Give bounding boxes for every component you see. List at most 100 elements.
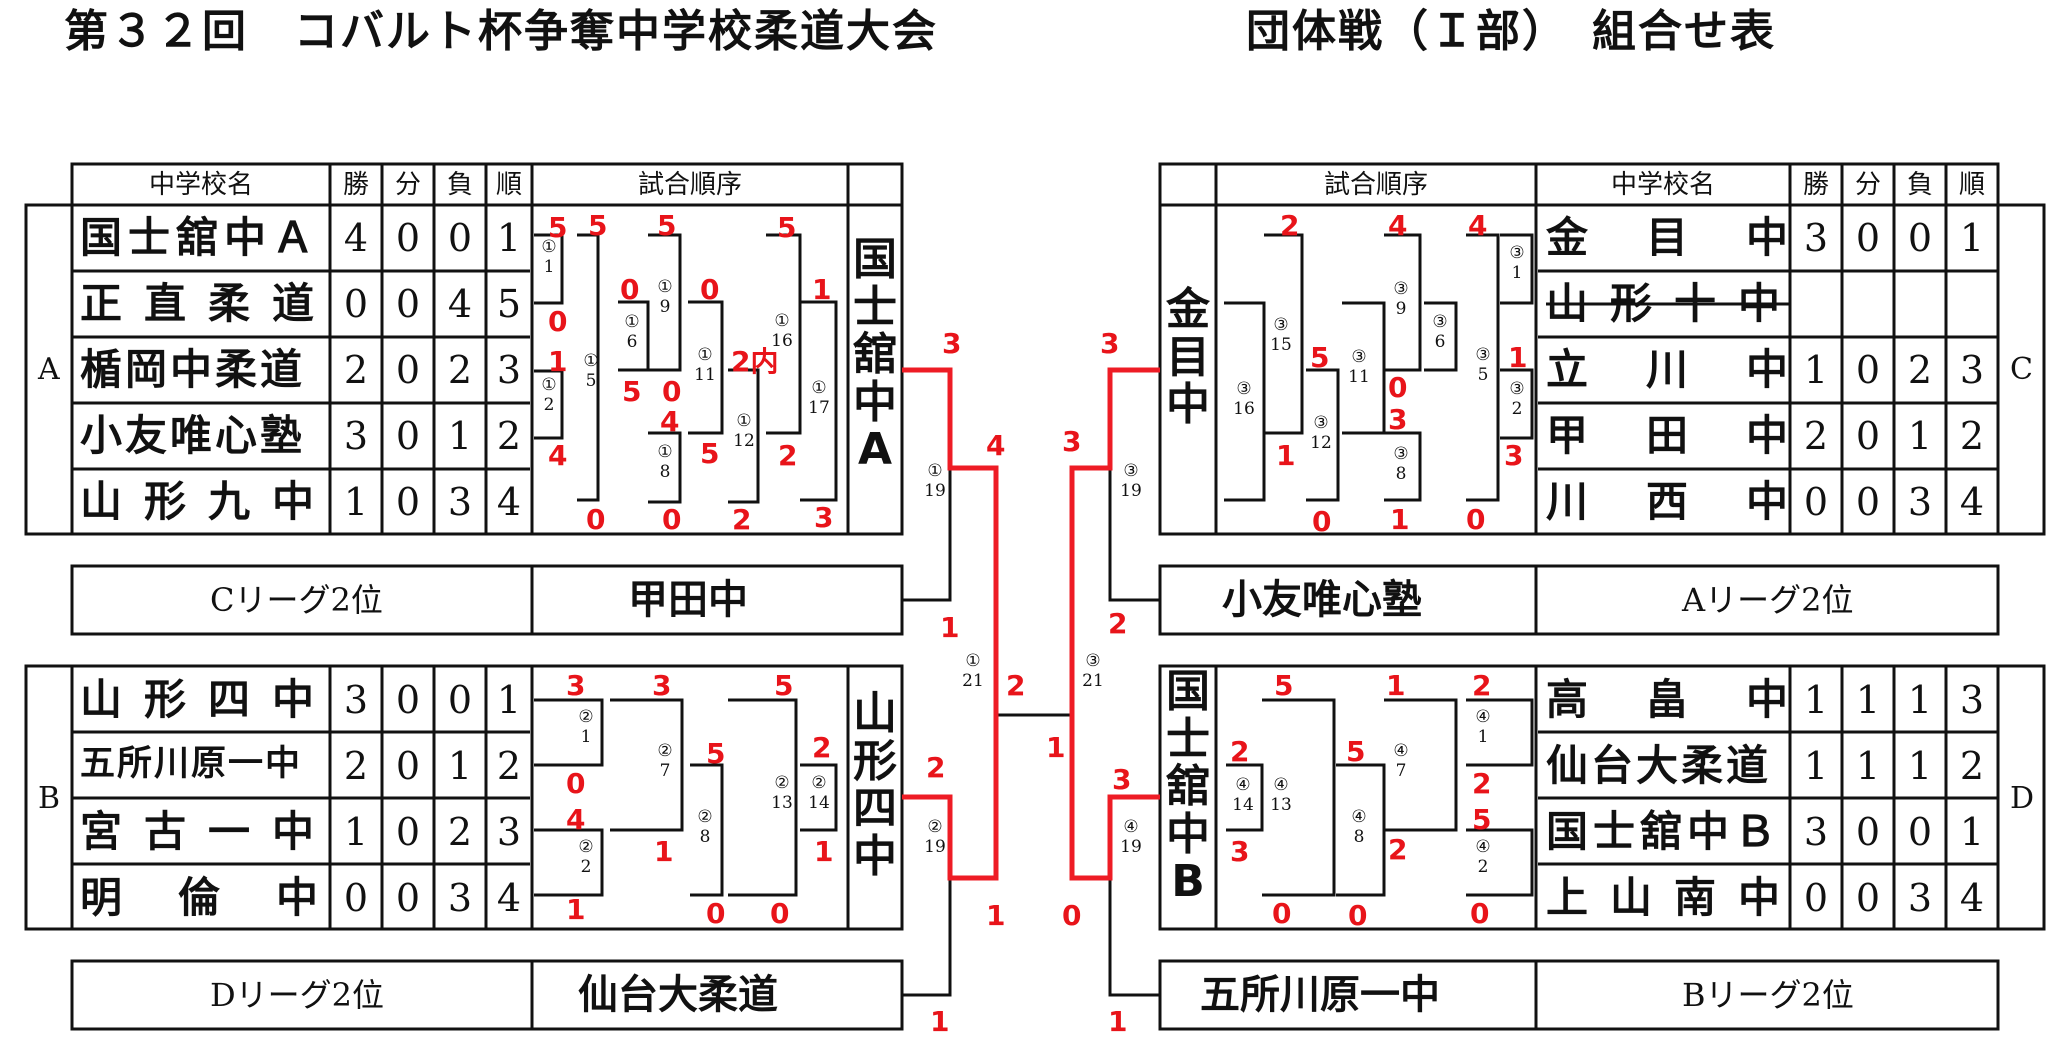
draws: 0 (395, 216, 421, 260)
score: 5 (1472, 803, 1492, 836)
match-label: ① 5 (583, 351, 599, 391)
match-label: ④ 2 (1475, 837, 1491, 877)
school-name: 山形九中 (80, 477, 337, 526)
score: 0 (586, 503, 606, 536)
score: 1 (566, 893, 586, 926)
match-label: ④ 7 (1393, 741, 1409, 781)
wins: 0 (1803, 480, 1829, 524)
score: 5 (706, 737, 726, 770)
wins: 1 (343, 480, 369, 524)
match-label: ② 7 (657, 741, 673, 781)
score: 5 (657, 209, 677, 242)
school-name: 山形四中 (80, 675, 337, 724)
score: 3 (566, 669, 586, 702)
score: 1 (986, 899, 1006, 932)
match-label: ② 2 (578, 837, 594, 877)
header-loss: 負 (1906, 169, 1933, 200)
draws: 0 (395, 414, 421, 458)
wins: 4 (343, 216, 369, 260)
score: 4 (660, 405, 680, 438)
header-school: 中学校名 (1610, 169, 1715, 200)
match-label: ① 16 (771, 311, 793, 351)
header-win: 勝 (342, 169, 369, 200)
school-name: 楯岡中柔道 (80, 345, 306, 394)
match-label: ① 6 (624, 312, 640, 352)
score: 2 (1230, 735, 1250, 768)
qualifier-name-b2: 五所川原一中 (1200, 972, 1440, 1018)
draws: 0 (395, 348, 421, 392)
rank: 5 (496, 282, 522, 326)
score: 0 (620, 273, 640, 306)
score: 0 (662, 503, 682, 536)
league-c-winner: 金目中 (1166, 284, 1210, 431)
rank: 4 (1959, 480, 1985, 524)
match-label: ① 2 (541, 375, 557, 415)
draws: 1 (1855, 678, 1881, 722)
school-name: 立川中 (1546, 345, 1847, 394)
match-label: ① 8 (657, 442, 673, 482)
draws: 0 (1855, 810, 1881, 854)
score: 2 (778, 439, 798, 472)
wins: 1 (343, 810, 369, 854)
score: 0 (662, 375, 682, 408)
score: 5 (622, 375, 642, 408)
score: 0 (1470, 897, 1490, 930)
match-label: ④ 13 (1270, 775, 1292, 815)
losses: 1 (447, 414, 473, 458)
match-label: ① 17 (808, 378, 830, 418)
score: 5 (1274, 669, 1294, 702)
match-label: ③ 11 (1348, 347, 1370, 387)
match-label: ① 1 (541, 237, 557, 277)
score: 4 (566, 803, 586, 836)
draws: 0 (395, 744, 421, 788)
score: 0 (566, 767, 586, 800)
qualifier-label-a2: Aリーグ2位 (1682, 581, 1854, 619)
header-draw: 分 (1854, 169, 1881, 200)
rank: 1 (496, 678, 522, 722)
rank: 2 (1959, 744, 1985, 788)
league-label-a: A (38, 352, 60, 387)
score: 4 (1388, 209, 1408, 242)
score: 4 (548, 439, 568, 472)
header-win: 勝 (1802, 169, 1829, 200)
school-name: 小友唯心塾 (80, 411, 306, 460)
match-label: ③ 5 (1475, 345, 1491, 385)
header-loss: 負 (446, 169, 473, 200)
school-name: 明倫中 (80, 873, 375, 922)
losses: 0 (447, 678, 473, 722)
score: 1 (930, 1005, 950, 1038)
losses: 2 (1907, 348, 1933, 392)
match-label: ④ 8 (1351, 807, 1367, 847)
losses: 2 (447, 810, 473, 854)
score: 5 (777, 211, 797, 244)
school-name-struck: 山形十中 (1546, 279, 1803, 328)
score: 5 (700, 437, 720, 470)
wins: 1 (1803, 744, 1829, 788)
draws: 0 (1855, 480, 1881, 524)
qualifier-label-b2: Bリーグ2位 (1682, 976, 1854, 1014)
score: 0 (1272, 897, 1292, 930)
losses: 1 (447, 744, 473, 788)
score: 2 (1006, 669, 1026, 702)
qualifier-name-c2: 甲田中 (628, 577, 748, 623)
qualifier-name-d2: 仙台大柔道 (578, 972, 778, 1018)
header-school: 中学校名 (148, 169, 253, 200)
school-name: 甲田中 (1546, 411, 1847, 460)
draws: 0 (395, 810, 421, 854)
draws: 0 (1855, 414, 1881, 458)
school-name: 宮古一中 (80, 807, 337, 856)
rank: 4 (496, 480, 522, 524)
league-label-c: C (2010, 352, 2033, 387)
score: 5 (548, 211, 568, 244)
match-label: ① 9 (657, 277, 673, 317)
losses: 1 (1907, 678, 1933, 722)
match-label: ① 19 (924, 461, 946, 501)
score: 1 (1276, 439, 1296, 472)
draws: 0 (395, 678, 421, 722)
score: 2 (1388, 833, 1408, 866)
losses: 4 (447, 282, 473, 326)
score: 1 (1046, 731, 1066, 764)
rank: 2 (496, 414, 522, 458)
score: 0 (1312, 505, 1332, 538)
